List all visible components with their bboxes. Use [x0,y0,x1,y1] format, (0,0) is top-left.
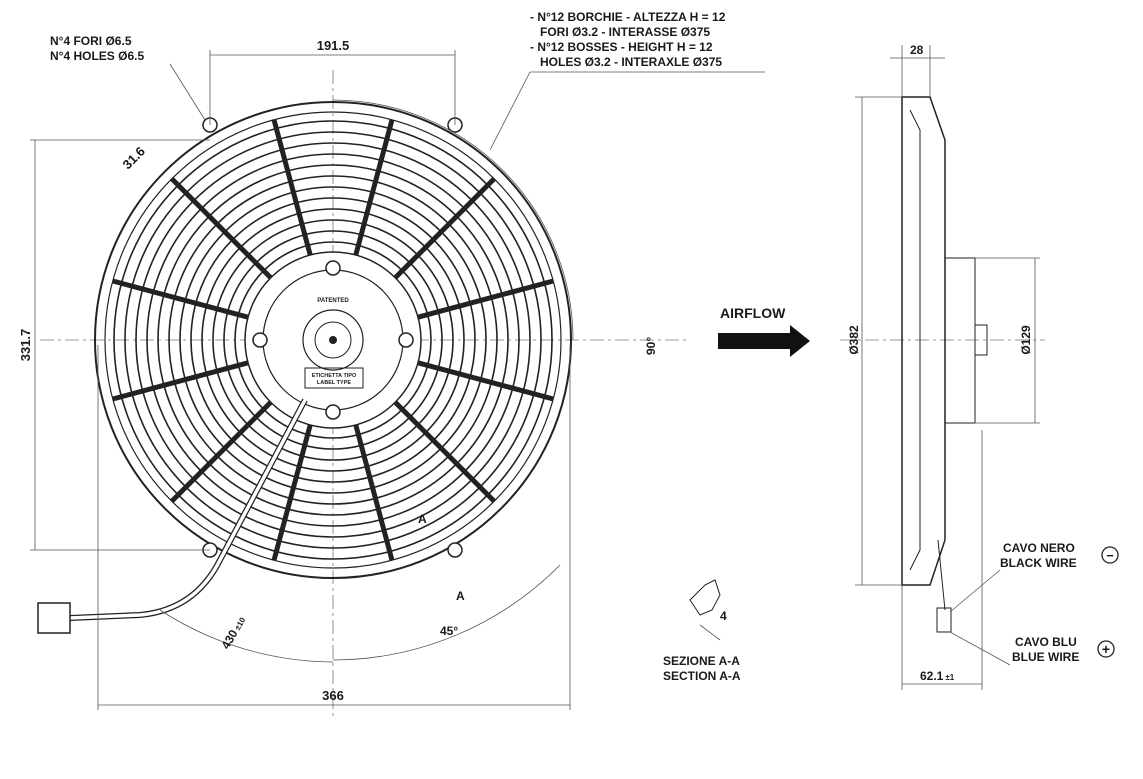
section-title-it: SEZIONE A-A [663,654,740,668]
label-type-en: LABEL TYPE [317,380,351,386]
grille-ring [113,120,553,560]
grille-ring [212,219,454,461]
patented-text: PATENTED [317,298,349,304]
mounting-hole [325,404,341,420]
dim-diameter-382: Ø382 [847,325,861,355]
airflow-label: AIRFLOW [720,305,786,321]
grille-spoke [170,400,273,503]
grille-ring [190,197,476,483]
bosses-note-1: - N°12 BORCHIE - ALTEZZA H = 12 [530,10,726,24]
grille-ring [146,153,520,527]
bosses-note-3: - N°12 BOSSES - HEIGHT H = 12 [530,40,713,54]
grille-ring [179,186,487,494]
mounting-hole [398,332,414,348]
grille-spoke [271,424,313,561]
holes-note-it: N°4 FORI Ø6.5 [50,34,132,48]
grille-spoke [271,119,313,256]
grille-ring [201,208,465,472]
mounting-hole [325,260,341,276]
fan-side-view [901,96,988,633]
minus-icon [1101,546,1119,564]
dim-366: 366 [322,688,344,703]
grille-spoke [353,424,395,561]
grille-spoke [112,278,249,320]
fan-wire [69,398,308,621]
grille-ring [157,164,509,516]
angle-45: 45° [440,624,458,638]
dim-331-7: 331.7 [18,329,33,362]
section-a-a-drawing [689,579,721,616]
dim-28: 28 [910,43,924,57]
grille-ring [234,241,432,439]
blue-wire-label-it: CAVO BLU [1015,635,1077,649]
section-title-en: SECTION A-A [663,669,741,683]
bosses-note-4: HOLES Ø3.2 - INTERAXLE Ø375 [540,55,722,69]
mounting-hole [252,332,268,348]
connector-icon [37,602,71,634]
dim-191-5: 191.5 [317,38,350,53]
black-wire-label-it: CAVO NERO [1003,541,1075,555]
bosses-note-2: FORI Ø3.2 - INTERASSE Ø375 [540,25,710,39]
plus-symbol: + [1102,641,1110,657]
dim-31-6: 31.6 [120,144,149,173]
black-wire-label-en: BLACK WIRE [1000,556,1077,570]
grille-ring [168,175,498,505]
section-mark-a2: A [456,589,465,603]
grille-spoke [393,400,496,503]
label-type-box [304,367,364,389]
grille-spoke [417,360,554,402]
airflow-arrow-icon [718,325,810,357]
blue-wire-label-en: BLUE WIRE [1012,650,1079,664]
grille-spoke [170,177,273,280]
section-mark-a1: A [418,512,427,526]
minus-symbol: − [1106,548,1114,563]
dim-62-1: 62.1±1 [920,669,955,683]
mounting-hole [447,542,463,558]
fan-front-view [94,101,572,579]
grille-ring [223,230,443,450]
grille-spoke [353,119,395,256]
grille-ring [135,142,531,538]
holes-note-en: N°4 HOLES Ø6.5 [50,49,144,63]
angle-90: 90° [644,337,658,355]
grille-ring [124,131,542,549]
label-type-it: ETICHETTA TIPO [312,373,357,379]
section-dim-4: 4 [720,609,727,623]
dim-430: 430±10 [218,613,248,651]
grille-spoke [393,177,496,280]
plus-icon [1097,640,1115,658]
grille-spoke [417,278,554,320]
grille-spoke [112,360,249,402]
dim-diameter-129: Ø129 [1019,325,1033,355]
side-connector-icon [936,607,952,633]
